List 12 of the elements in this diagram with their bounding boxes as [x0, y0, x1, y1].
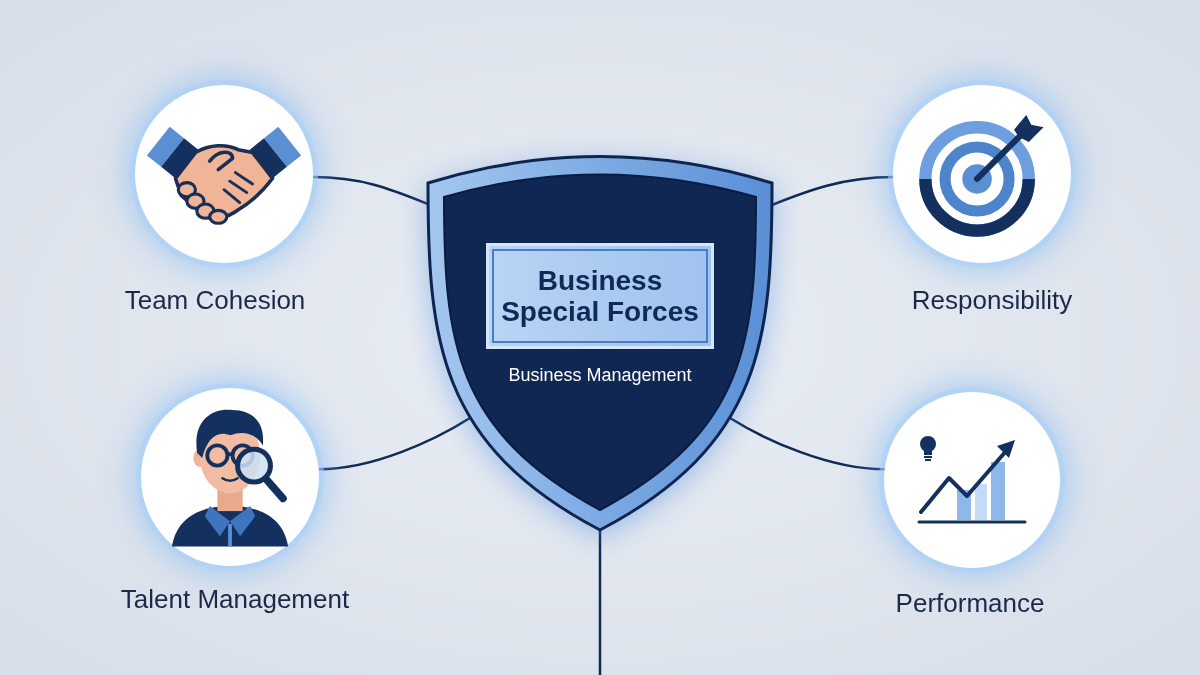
shield-subtitle: Business Management [508, 364, 692, 386]
node-label: Team Cohesion [124, 285, 306, 315]
connector-line [598, 530, 602, 675]
connector-line [312, 175, 429, 206]
node-label: Responsibility [911, 285, 1073, 315]
title-text: Business Special Forces [500, 264, 700, 328]
title-panel [486, 243, 714, 349]
connector-line [771, 175, 894, 207]
connector-line [318, 416, 471, 471]
node-label: Performance [895, 588, 1045, 618]
connector-line [729, 416, 885, 471]
node-label: Talent Management [120, 584, 350, 614]
